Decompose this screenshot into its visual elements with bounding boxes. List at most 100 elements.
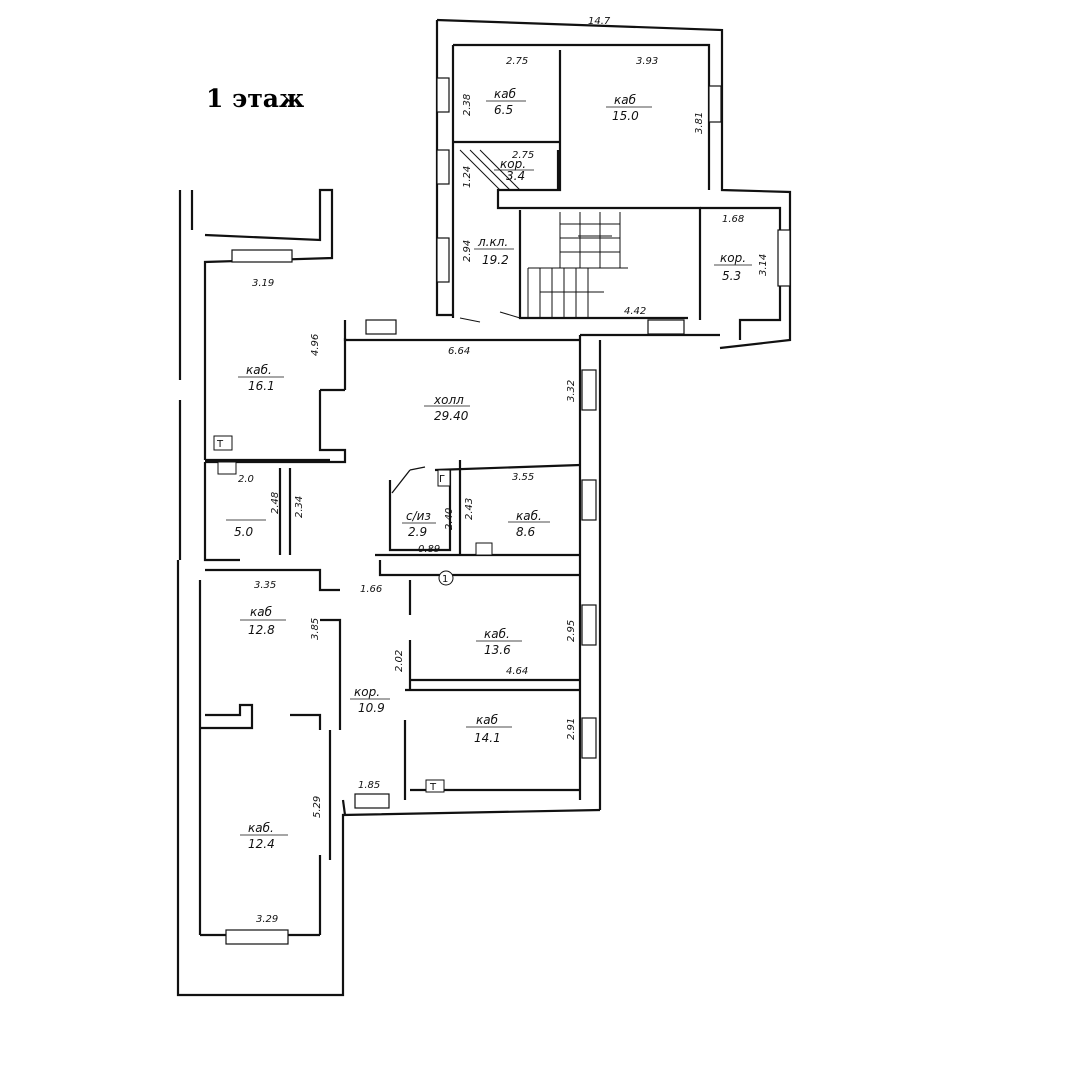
- room-14: каб 14.1: [466, 713, 512, 745]
- dimensions: 14.7 2.75 3.93 2.38 3.81 1.24 2.75 2.94 …: [238, 16, 769, 925]
- room-area: 5.3: [722, 269, 741, 283]
- dimension-label: 2.40: [444, 508, 455, 530]
- staircase: [459, 149, 628, 323]
- room-area: 12.4: [248, 837, 275, 851]
- marks: Т Г 1 Т: [213, 435, 493, 793]
- room-area: 8.6: [516, 525, 535, 539]
- room-name: каб: [476, 713, 499, 727]
- room-15: каб. 12.4: [240, 821, 288, 851]
- window: [225, 929, 289, 945]
- dimension-label: 2.02: [394, 650, 405, 672]
- circle-mark: 1: [442, 574, 448, 585]
- room-12: каб. 13.6: [476, 627, 522, 657]
- room-name: каб: [614, 93, 637, 107]
- room-13: кор. 10.9: [350, 685, 390, 715]
- room-6: каб. 16.1: [238, 363, 284, 393]
- room-8: 5.0: [226, 519, 266, 539]
- room-name: каб: [494, 87, 517, 101]
- dimension-label: 1.85: [358, 780, 380, 791]
- dimension-label: 3.29: [256, 914, 278, 925]
- window: [436, 77, 450, 113]
- room-name: кор.: [500, 157, 526, 171]
- room-name: л.кл.: [477, 235, 508, 249]
- dimension-label: 3.35: [254, 580, 276, 591]
- room-2: каб 15.0: [606, 93, 652, 123]
- dimension-top-overall: 14.7: [588, 16, 611, 27]
- dimension-label: 4.42: [624, 306, 646, 317]
- windows: [225, 77, 791, 945]
- room-1: каб 6.5: [486, 87, 526, 117]
- dimension-label: 2.0: [238, 474, 254, 485]
- dimension-label: 4.96: [310, 334, 321, 356]
- walls: [176, 18, 792, 997]
- room-area: 12.8: [248, 623, 275, 637]
- room-11: каб 12.8: [240, 605, 286, 637]
- room-9: с/из 2.9: [402, 509, 436, 539]
- room-area: 6.5: [494, 103, 513, 117]
- room-name: каб.: [516, 509, 542, 523]
- room-area: 14.1: [474, 731, 501, 745]
- dimension-label: 1.24: [462, 166, 473, 188]
- dimension-label: 3.81: [694, 112, 705, 134]
- window: [647, 319, 685, 335]
- room-area: 3.4: [506, 169, 525, 183]
- window: [581, 479, 597, 521]
- room-name: каб.: [248, 821, 274, 835]
- room-labels: каб 6.5 каб 15.0 кор. 3.4 л.кл. 19.2 кор…: [226, 87, 752, 851]
- dimension-label: 5.29: [312, 796, 323, 818]
- room-7: холл 29.40: [424, 393, 470, 423]
- room-5: кор. 5.3: [714, 251, 752, 283]
- room-10: каб. 8.6: [508, 509, 550, 539]
- room-3: кор. 3.4: [494, 157, 534, 183]
- toilet-mark: Т: [216, 439, 224, 450]
- dimension-label: 2.95: [566, 620, 577, 642]
- room-area: 16.1: [248, 379, 275, 393]
- room-name: каб.: [484, 627, 510, 641]
- room-name: с/из: [406, 509, 431, 523]
- dimension-label: 3.85: [310, 618, 321, 640]
- room-area: 2.9: [408, 525, 427, 539]
- room-name: кор.: [720, 251, 746, 265]
- dimension-label: 6.64: [448, 346, 470, 357]
- dimension-label: 2.43: [464, 498, 475, 520]
- dimension-label: 4.64: [506, 666, 528, 677]
- dimension-label: 1.66: [360, 584, 382, 595]
- dimension-label: 3.14: [758, 254, 769, 276]
- dimension-label: 1.68: [722, 214, 744, 225]
- window: [231, 249, 293, 263]
- dimension-label: 3.93: [636, 56, 658, 67]
- dimension-label: 3.32: [566, 380, 577, 402]
- dimension-label: 0.89: [418, 544, 440, 555]
- window: [581, 604, 597, 646]
- room-name: кор.: [354, 685, 380, 699]
- window: [354, 793, 390, 809]
- room-area: 29.40: [434, 409, 469, 423]
- window: [436, 149, 450, 185]
- window: [436, 237, 450, 283]
- dimension-label: 2.48: [270, 492, 281, 514]
- room-area: 15.0: [612, 109, 639, 123]
- dimension-label: 2.91: [566, 718, 577, 740]
- room-4: л.кл. 19.2: [474, 235, 514, 267]
- dimension-label: 2.75: [506, 56, 528, 67]
- window: [365, 319, 397, 335]
- dimension-label: 3.55: [512, 472, 534, 483]
- room-area: 19.2: [482, 253, 509, 267]
- window: [777, 229, 791, 287]
- room-name: каб: [250, 605, 273, 619]
- window: [708, 85, 722, 123]
- window: [581, 717, 597, 759]
- room-name: холл: [433, 393, 464, 407]
- room-area: 5.0: [234, 525, 253, 539]
- dimension-label: 3.19: [252, 278, 274, 289]
- room-area: 10.9: [358, 701, 385, 715]
- dimension-label: 2.94: [462, 240, 473, 262]
- heater-mark: Г: [439, 474, 445, 485]
- room-area: 13.6: [484, 643, 511, 657]
- dimension-label: 2.34: [294, 496, 305, 518]
- window: [581, 369, 597, 411]
- toilet-mark: Т: [429, 782, 437, 793]
- room-name: каб.: [246, 363, 272, 377]
- dimension-label: 2.38: [462, 94, 473, 116]
